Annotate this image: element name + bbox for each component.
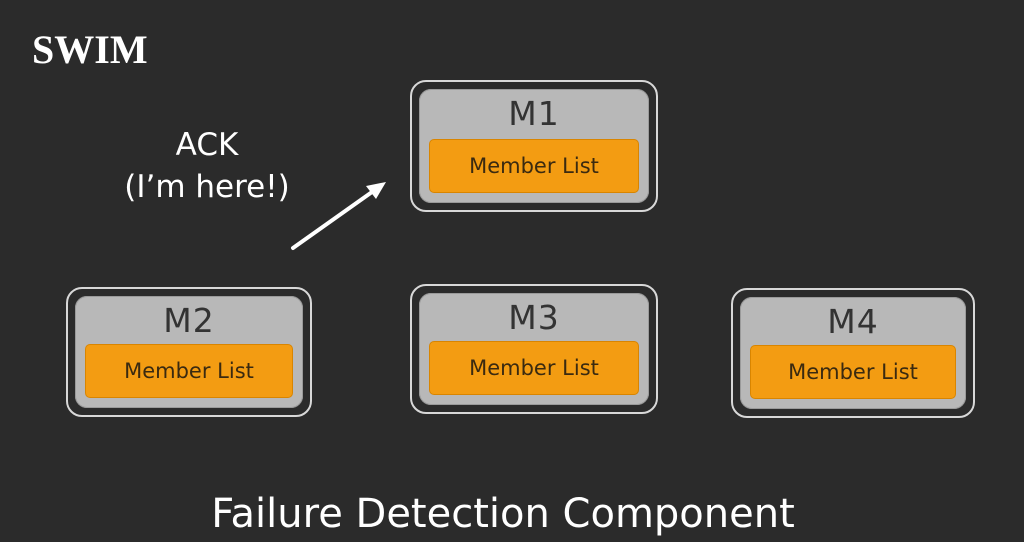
node-m2: M2 Member List — [66, 287, 312, 417]
ack-label: ACK (I’m here!) — [112, 124, 302, 208]
node-m3-label: M3 — [508, 298, 560, 337]
node-m2-body: M2 Member List — [75, 296, 303, 408]
node-m1-body: M1 Member List — [419, 89, 649, 203]
node-m4-body: M4 Member List — [740, 297, 966, 409]
node-m4: M4 Member List — [731, 288, 975, 418]
node-m1-member-list: Member List — [429, 139, 639, 193]
node-m3: M3 Member List — [410, 284, 658, 414]
node-m4-member-list: Member List — [750, 345, 956, 399]
slide-title: SWIM — [32, 27, 148, 72]
node-m3-member-list: Member List — [429, 341, 639, 395]
footer-title: Failure Detection Component — [211, 491, 795, 537]
node-m2-member-list: Member List — [85, 344, 293, 398]
node-m3-body: M3 Member List — [419, 293, 649, 405]
ack-label-line2: (I’m here!) — [124, 169, 290, 205]
ack-label-line1: ACK — [175, 127, 239, 163]
node-m1-label: M1 — [508, 94, 560, 133]
node-m4-label: M4 — [827, 302, 879, 341]
node-m2-label: M2 — [163, 301, 215, 340]
node-m1: M1 Member List — [410, 80, 658, 212]
